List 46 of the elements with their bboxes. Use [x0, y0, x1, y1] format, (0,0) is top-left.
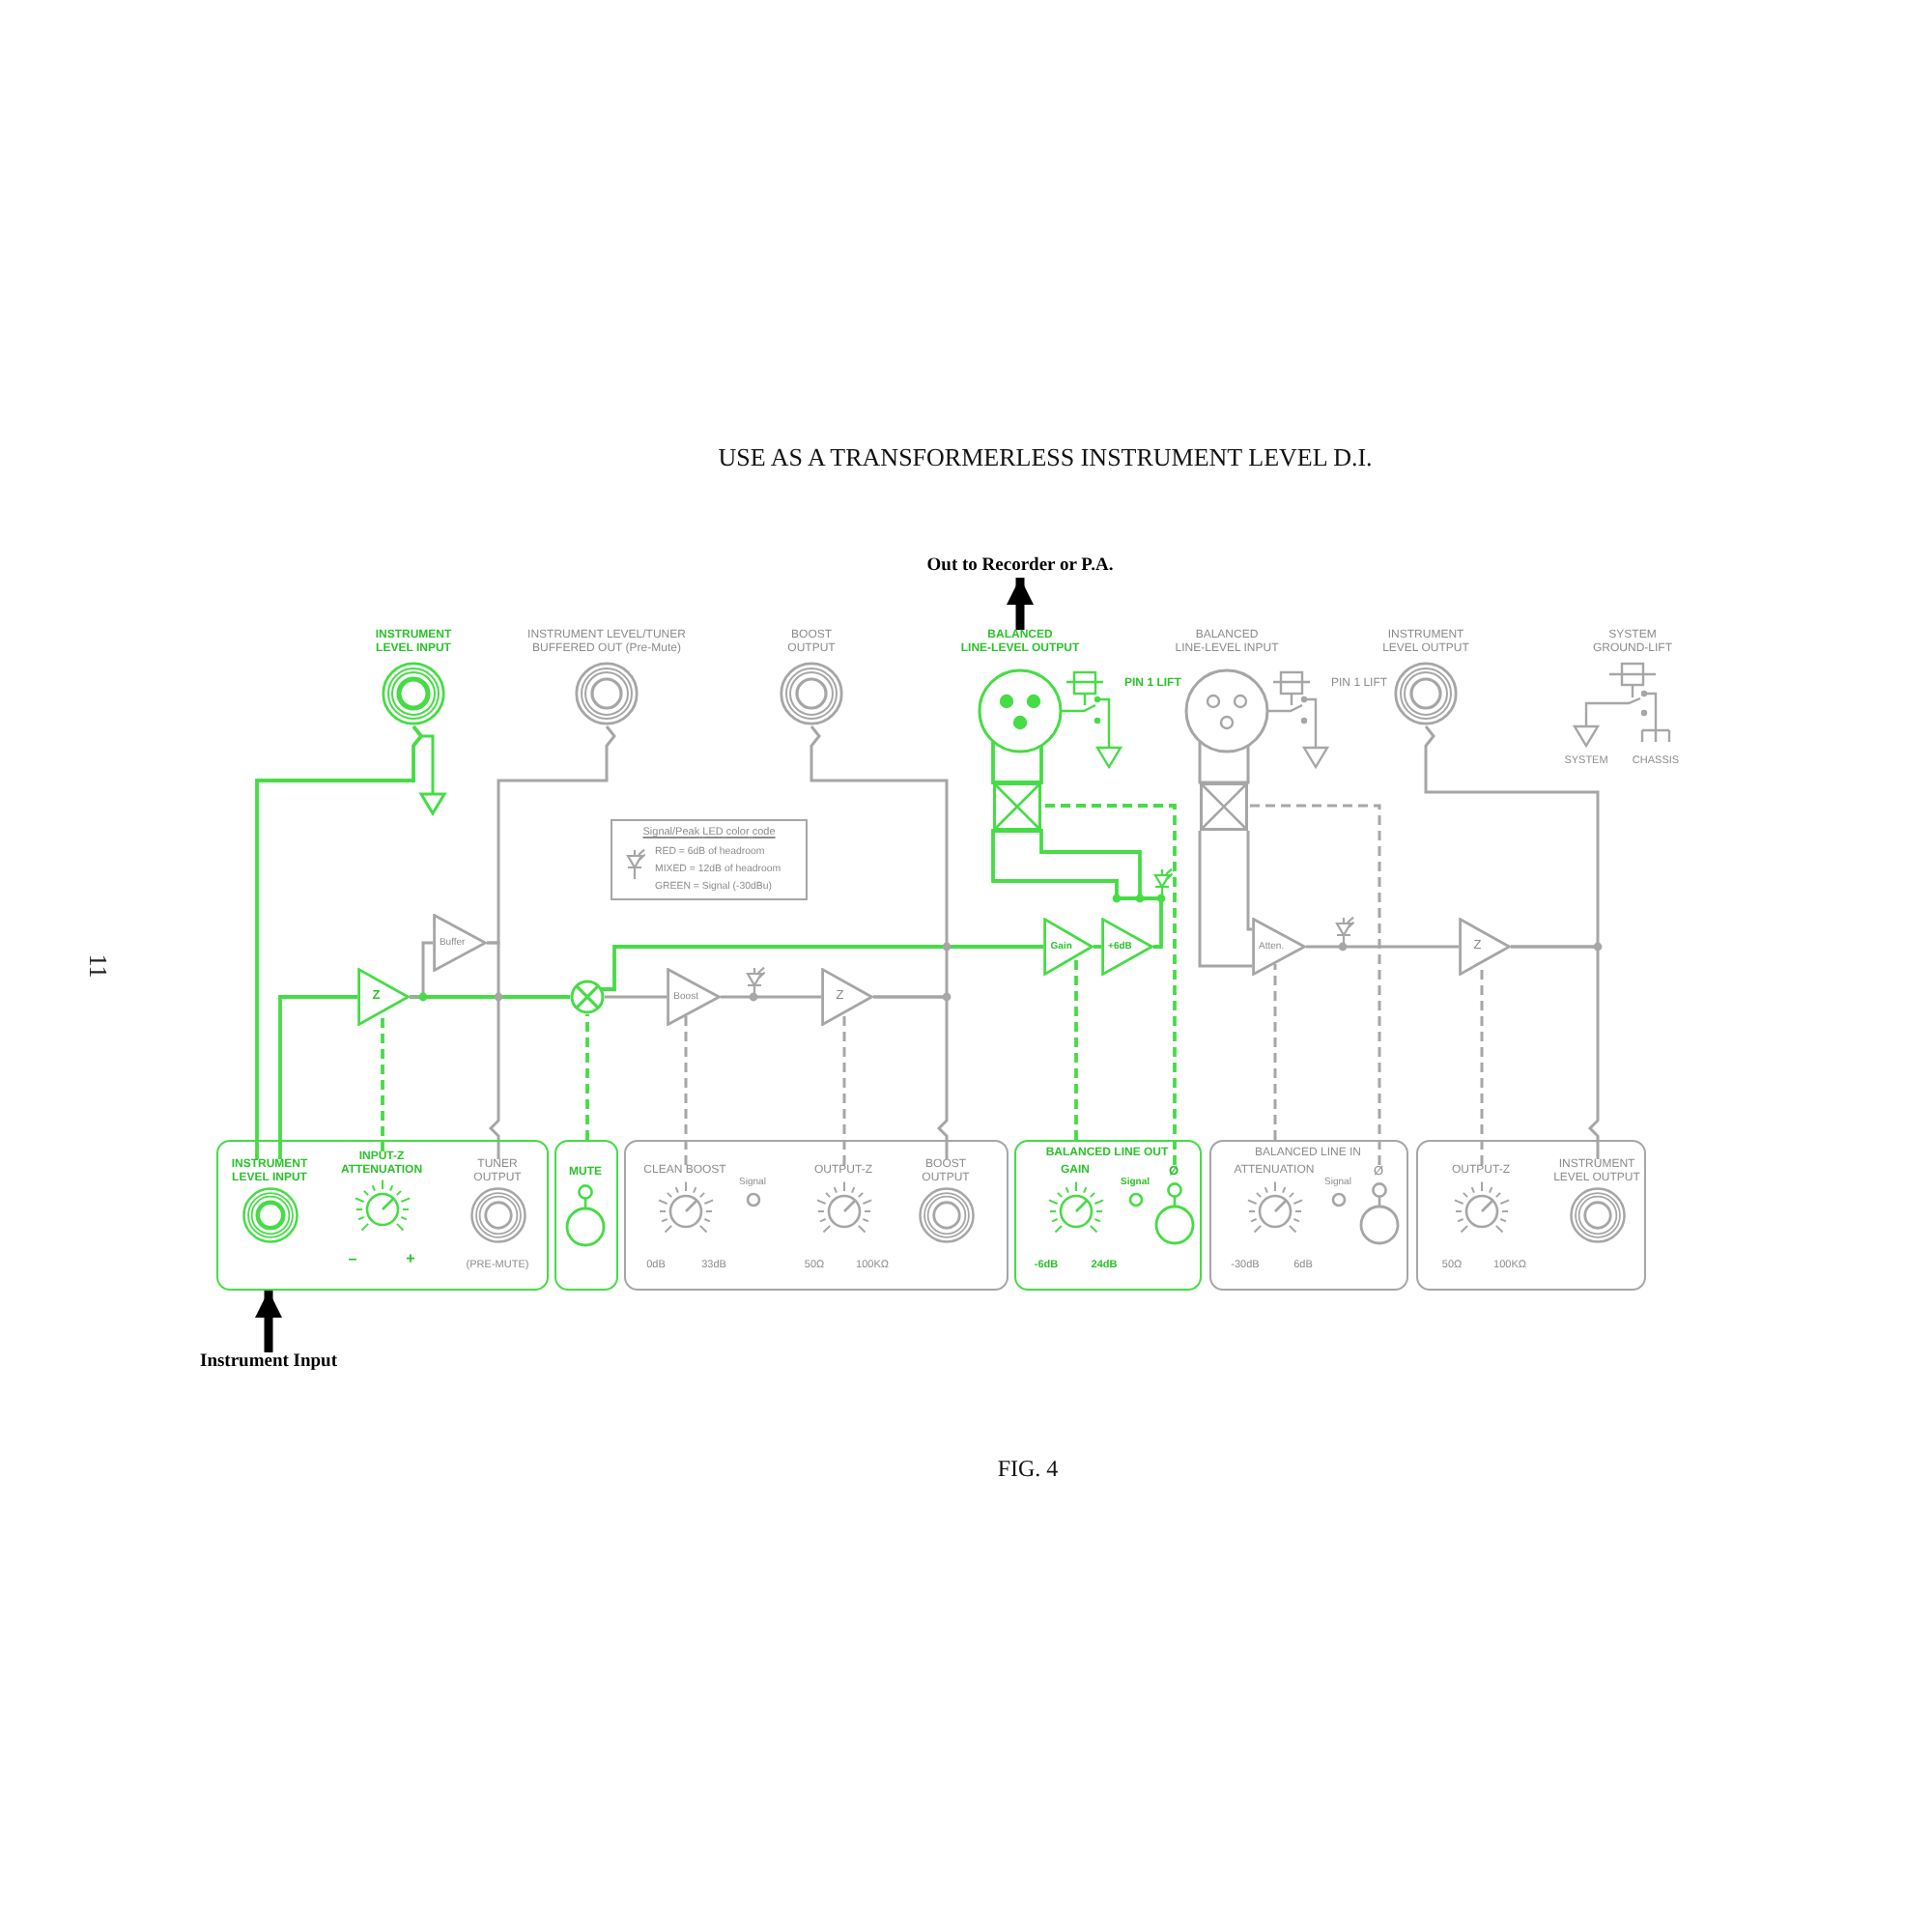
arrow [1007, 578, 1034, 630]
panel-section [554, 1140, 618, 1291]
page-number: 11 [83, 953, 111, 979]
signal-line [721, 995, 821, 999]
dashed-linkage-line [585, 1014, 589, 1140]
annotation-text: Instrument Input [200, 1352, 337, 1374]
diagram-title: USE AS A TRANSFORMERLESS INSTRUMENT LEVEL D.I. [718, 442, 1373, 471]
dashed-linkage-line [1248, 804, 1381, 1165]
dashed-linkage-line [1074, 958, 1078, 1140]
signal-line [605, 995, 667, 999]
signal-line [1424, 725, 1600, 949]
signal-line [810, 725, 949, 999]
signal-line [1198, 742, 1250, 784]
annotation-text: Out to Recorder or P.A. [926, 556, 1114, 578]
signal-line [487, 941, 500, 1159]
signal-line [991, 829, 1163, 949]
scale-label: – [348, 1249, 357, 1266]
arrow [255, 1291, 282, 1352]
dashed-linkage-line [1273, 964, 1277, 1140]
panel-section [1416, 1140, 1646, 1291]
figure-caption: FIG. 4 [997, 1455, 1059, 1482]
scale-label: + [406, 1249, 415, 1266]
panel-section [1209, 1140, 1408, 1291]
dashed-linkage-line [1480, 964, 1484, 1165]
signal-line [1306, 945, 1459, 949]
signal-line [410, 995, 570, 999]
signal-line [600, 945, 1043, 991]
panel-section [1014, 1140, 1202, 1291]
signal-line [278, 995, 357, 1159]
dashed-linkage-line [381, 1012, 384, 1151]
dashed-linkage-line [842, 1014, 846, 1165]
signal-line [410, 941, 433, 999]
crossed-circle-symbol [570, 980, 605, 1014]
signal-line [1511, 945, 1600, 1159]
signal-line [1198, 829, 1254, 968]
crossed-square-symbol [1200, 782, 1248, 831]
crossed-square-symbol [993, 782, 1041, 831]
dashed-linkage-line [684, 1016, 688, 1165]
panel-section [624, 1140, 1009, 1291]
signal-line [991, 742, 1043, 784]
signal-line [1094, 945, 1101, 949]
signal-line [873, 995, 949, 1159]
signal-line [255, 724, 424, 1159]
panel-section [216, 1140, 549, 1291]
color-code-panel [611, 819, 808, 900]
dashed-linkage-line [1041, 804, 1177, 1165]
